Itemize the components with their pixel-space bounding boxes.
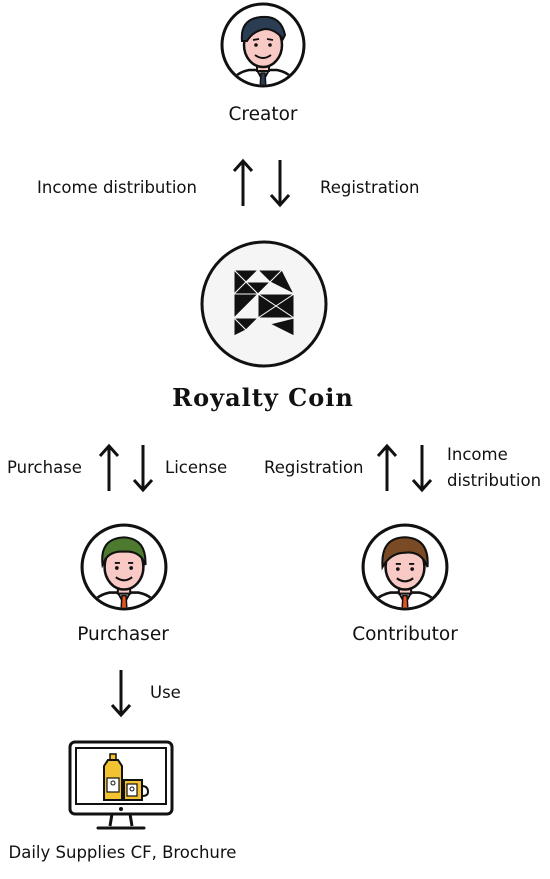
- creator-label: Creator: [228, 104, 298, 125]
- down-arrow-icon: [269, 158, 291, 208]
- edge-label-registration: Registration: [320, 178, 420, 197]
- royalty-coin-logo-icon: [200, 240, 328, 368]
- down-arrow-icon: [411, 443, 433, 493]
- up-arrow-icon: [376, 443, 398, 493]
- edge-label-license: License: [165, 458, 228, 477]
- contributor-avatar: [360, 522, 450, 612]
- purchaser-label: Purchaser: [77, 624, 169, 645]
- down-arrow-icon: [110, 668, 132, 718]
- edge-label-income-distribution: Income distribution: [37, 178, 197, 197]
- edge-label-registration: Registration: [264, 458, 364, 477]
- creator-avatar: [219, 1, 307, 89]
- contributor-label: Contributor: [352, 624, 458, 645]
- monitor-icon: [68, 740, 174, 832]
- edge-label-income-distribution-line2: distribution: [447, 471, 542, 490]
- up-arrow-icon: [232, 158, 254, 208]
- edge-label-income-distribution-line1: Income: [447, 445, 508, 464]
- output-label: Daily Supplies CF, Brochure: [8, 843, 237, 862]
- up-arrow-icon: [98, 443, 120, 493]
- edge-label-use: Use: [150, 683, 181, 702]
- down-arrow-icon: [132, 443, 154, 493]
- brand-name: Royalty Coin: [172, 383, 354, 412]
- purchaser-avatar: [79, 522, 169, 612]
- edge-label-purchase: Purchase: [7, 458, 82, 477]
